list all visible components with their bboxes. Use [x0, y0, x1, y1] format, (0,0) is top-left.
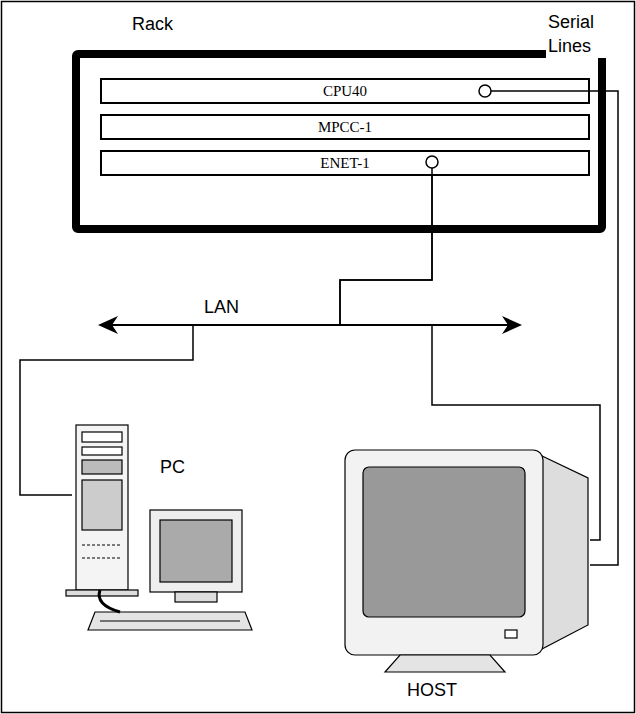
pc-node: PC [72, 420, 255, 640]
node-label: CPU40 [323, 83, 367, 100]
pc-illustration [66, 425, 252, 630]
node-label: HOST [407, 680, 457, 701]
node-label: MPCC-1 [318, 119, 372, 136]
wire [491, 90, 590, 92]
board-slot: ENET-1 [100, 150, 590, 176]
host-illustration [345, 450, 588, 672]
board-slot: MPCC-1 [100, 114, 590, 140]
arrowhead [502, 316, 522, 334]
arrowhead [98, 316, 118, 334]
rack-box: RackCPU40MPCC-1ENET-1 [72, 50, 606, 233]
node-label: ENET-1 [320, 155, 369, 172]
connector [20, 176, 432, 495]
host-node: HOST [340, 440, 590, 705]
line-label: Serial Lines [546, 10, 630, 58]
board-slot: CPU40 [100, 78, 590, 104]
port-symbol [426, 156, 438, 168]
node-label: Rack [132, 14, 173, 35]
bus-label: LAN [202, 295, 241, 319]
port-symbol [479, 85, 491, 97]
node-label: PC [160, 457, 185, 478]
